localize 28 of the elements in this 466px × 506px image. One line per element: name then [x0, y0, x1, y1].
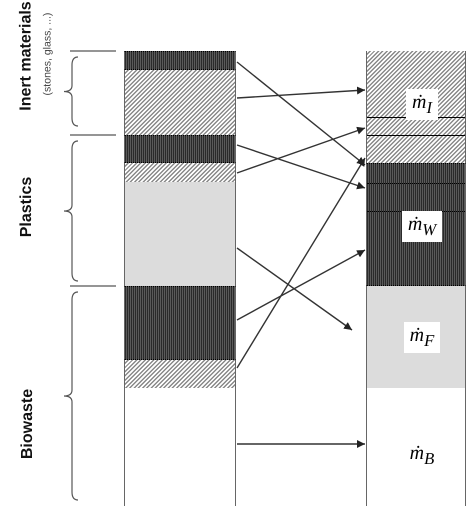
- arrow: [236, 158, 366, 368]
- mass-flow-symbol: ṁ$_{F}$: [404, 322, 440, 352]
- output-segment: [366, 51, 466, 163]
- output-segment: [366, 163, 466, 286]
- arrow: [236, 126, 366, 174]
- stacked-segment: [124, 70, 236, 135]
- output-segment: [366, 388, 466, 506]
- group-label: Inert materials: [17, 1, 36, 111]
- mass-flow-symbol: ṁ$_{B}$: [408, 440, 436, 470]
- arrow: [236, 249, 366, 321]
- stacked-segment: [124, 163, 236, 182]
- stacked-segment: [124, 135, 236, 163]
- stacked-segment: [124, 51, 236, 70]
- arrow: [236, 86, 366, 99]
- stacked-segment: [124, 360, 236, 388]
- mass-flow-symbol: ṁ$_{W}$: [402, 210, 442, 242]
- stacked-segment: [124, 182, 236, 286]
- arrow: [236, 247, 352, 331]
- arrow: [237, 440, 365, 448]
- arrow: [236, 61, 366, 166]
- group-label: Plastics: [18, 176, 36, 238]
- output-segment: [366, 286, 466, 388]
- group-label: Biowaste: [19, 388, 38, 460]
- group-note: (stones, glass, ...): [40, 12, 53, 96]
- stacked-segment: [124, 286, 236, 360]
- arrow: [236, 144, 366, 190]
- mass-flow-symbol: ṁ$_{I}$: [406, 88, 438, 120]
- stacked-segment: [124, 388, 236, 506]
